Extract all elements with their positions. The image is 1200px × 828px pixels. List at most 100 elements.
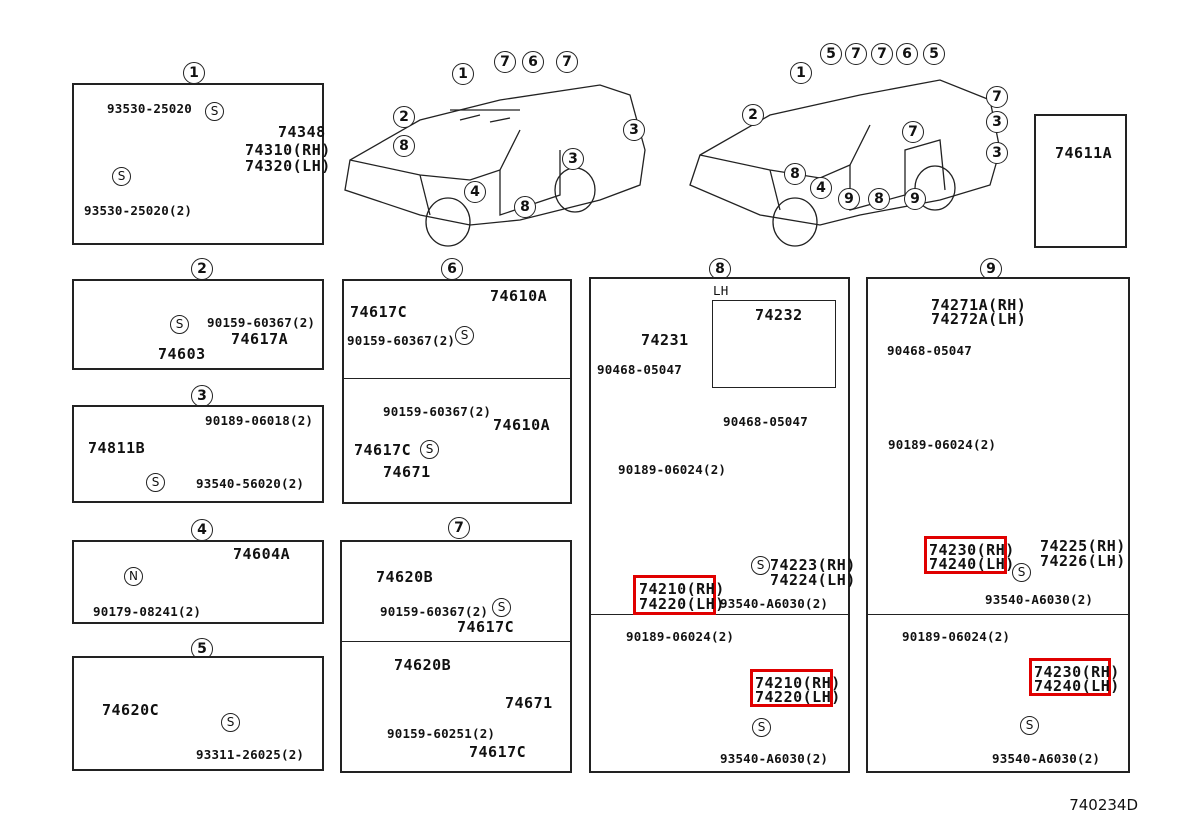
callout-1: 1 — [790, 62, 812, 84]
part-90189-06024[interactable]: 90189-06024(2) — [618, 462, 727, 477]
section-7-grip — [340, 540, 572, 773]
part-90189-06024[interactable]: 90189-06024(2) — [626, 629, 735, 644]
diagram-id: 740234D — [1069, 796, 1138, 814]
part-74231[interactable]: 74231 — [641, 331, 689, 349]
part-90159-60367[interactable]: 90159-60367(2) — [380, 604, 489, 619]
part-74617c[interactable]: 74617C — [469, 743, 527, 761]
part-93530-25020-2[interactable]: 93530-25020(2) — [84, 203, 193, 218]
section-3-number: 3 — [191, 385, 213, 407]
part-74310-rh[interactable]: 74310(RH) — [245, 141, 331, 159]
section-8-divider — [591, 614, 848, 615]
part-74620c[interactable]: 74620C — [102, 701, 160, 719]
part-90159-60367[interactable]: 90159-60367(2) — [207, 315, 316, 330]
part-74617c[interactable]: 74617C — [457, 618, 515, 636]
part-74620b[interactable]: 74620B — [376, 568, 434, 586]
callout-3: 3 — [986, 142, 1008, 164]
part-74210-rh[interactable]: 74210(RH) — [755, 674, 841, 692]
part-90159-60367[interactable]: 90159-60367(2) — [347, 333, 456, 348]
screw-symbol: S — [221, 713, 240, 732]
part-93540-a6030[interactable]: 93540-A6030(2) — [985, 592, 1094, 607]
part-90159-60367[interactable]: 90159-60367(2) — [383, 404, 492, 419]
part-74610a[interactable]: 74610A — [493, 416, 551, 434]
part-74610a[interactable]: 74610A — [490, 287, 548, 305]
part-74617c[interactable]: 74617C — [350, 303, 408, 321]
part-93530-25020[interactable]: 93530-25020 — [107, 101, 192, 116]
part-74240-lh[interactable]: 74240(LH) — [1034, 677, 1120, 695]
callout-6: 6 — [896, 43, 918, 65]
callout-3: 3 — [562, 148, 584, 170]
screw-symbol: S — [455, 326, 474, 345]
highlight-74210-74220 — [633, 575, 716, 615]
callout-4: 4 — [810, 177, 832, 199]
part-90468-05047[interactable]: 90468-05047 — [723, 414, 808, 429]
callout-5: 5 — [923, 43, 945, 65]
part-74611a[interactable]: 74611A — [1055, 144, 1113, 162]
part-74320-lh[interactable]: 74320(LH) — [245, 157, 331, 175]
part-74232[interactable]: 74232 — [755, 306, 803, 324]
part-90189-06018[interactable]: 90189-06018(2) — [205, 413, 314, 428]
part-74230-rh[interactable]: 74230(RH) — [929, 541, 1015, 559]
callout-3: 3 — [623, 119, 645, 141]
part-74220-lh[interactable]: 74220(LH) — [755, 688, 841, 706]
part-90159-60251[interactable]: 90159-60251(2) — [387, 726, 496, 741]
nut-symbol: N — [124, 567, 143, 586]
part-74671[interactable]: 74671 — [505, 694, 553, 712]
callout-7: 7 — [986, 86, 1008, 108]
part-74271a-rh[interactable]: 74271A(RH) — [931, 296, 1027, 314]
part-74272a-lh[interactable]: 74272A(LH) — [931, 310, 1027, 328]
part-74223-rh[interactable]: 74223(RH) — [770, 556, 856, 574]
callout-7: 7 — [494, 51, 516, 73]
part-90468-05047[interactable]: 90468-05047 — [597, 362, 682, 377]
part-74225-rh[interactable]: 74225(RH) — [1040, 537, 1126, 555]
part-90189-06024[interactable]: 90189-06024(2) — [888, 437, 997, 452]
part-93540-a6030[interactable]: 93540-A6030(2) — [992, 751, 1101, 766]
callout-7: 7 — [871, 43, 893, 65]
callout-8: 8 — [514, 196, 536, 218]
part-74620b[interactable]: 74620B — [394, 656, 452, 674]
callout-8: 8 — [393, 135, 415, 157]
right-vehicle-drawing — [689, 79, 1001, 247]
part-74603[interactable]: 74603 — [158, 345, 206, 363]
section-1-sun-visor — [72, 83, 324, 245]
part-74224-lh[interactable]: 74224(LH) — [770, 571, 856, 589]
lh-inset-box — [712, 300, 836, 388]
section-1-number: 1 — [183, 62, 205, 84]
section-9-divider — [868, 614, 1128, 615]
callout-8: 8 — [868, 188, 890, 210]
callout-7: 7 — [845, 43, 867, 65]
part-74617a[interactable]: 74617A — [231, 330, 289, 348]
part-93540-a6030[interactable]: 93540-A6030(2) — [720, 596, 829, 611]
section-6-number: 6 — [441, 258, 463, 280]
screw-symbol: S — [420, 440, 439, 459]
section-4-number: 4 — [191, 519, 213, 541]
section-9-armrest — [866, 277, 1130, 773]
section-7-divider — [342, 641, 570, 642]
lh-label: LH — [713, 283, 729, 298]
screw-symbol: S — [1012, 563, 1031, 582]
screw-symbol: S — [205, 102, 224, 121]
part-93540-a6030[interactable]: 93540-A6030(2) — [720, 751, 829, 766]
part-93540-56020[interactable]: 93540-56020(2) — [196, 476, 305, 491]
part-74348[interactable]: 74348 — [278, 123, 326, 141]
part-90189-06024[interactable]: 90189-06024(2) — [902, 629, 1011, 644]
part-93311-26025[interactable]: 93311-26025(2) — [196, 747, 305, 762]
part-90468-05047[interactable]: 90468-05047 — [887, 343, 972, 358]
section-4-grip — [72, 540, 324, 624]
part-74604a[interactable]: 74604A — [233, 545, 291, 563]
part-74220-lh[interactable]: 74220(LH) — [639, 595, 725, 613]
section-2-grip — [72, 279, 324, 370]
part-74210-rh[interactable]: 74210(RH) — [639, 580, 725, 598]
screw-symbol: S — [751, 556, 770, 575]
section-6-divider — [344, 378, 570, 379]
part-74226-lh[interactable]: 74226(LH) — [1040, 552, 1126, 570]
section-2-number: 2 — [191, 258, 213, 280]
callout-4: 4 — [464, 181, 486, 203]
part-74230-rh[interactable]: 74230(RH) — [1034, 663, 1120, 681]
part-90179-08241[interactable]: 90179-08241(2) — [93, 604, 202, 619]
section-7-number: 7 — [448, 517, 470, 539]
part-74617c[interactable]: 74617C — [354, 441, 412, 459]
part-74240-lh[interactable]: 74240(LH) — [929, 555, 1015, 573]
part-74671[interactable]: 74671 — [383, 463, 431, 481]
part-74811b[interactable]: 74811B — [88, 439, 146, 457]
screw-symbol: S — [170, 315, 189, 334]
